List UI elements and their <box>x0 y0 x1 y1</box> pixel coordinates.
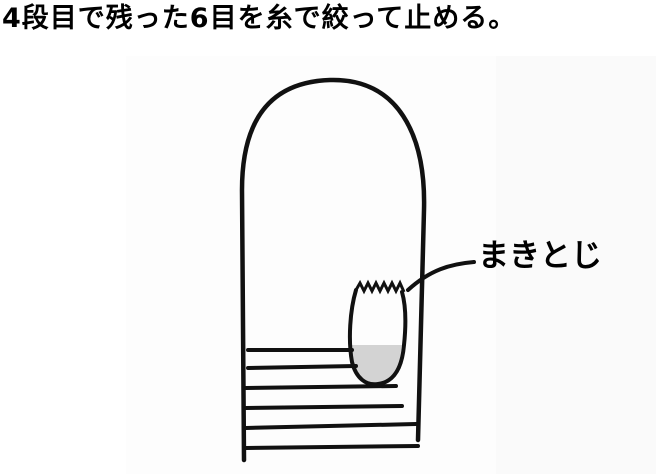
callout-leader-line <box>406 260 476 292</box>
paper-background-right <box>490 56 656 474</box>
callout-label-makitoji: まきとじ <box>478 238 602 274</box>
ribbing-stripes <box>244 348 420 450</box>
whip-stitch-zigzag <box>354 279 406 295</box>
stripe-6 <box>244 444 420 450</box>
stripe-4 <box>244 404 404 410</box>
thumb-shade <box>352 345 402 385</box>
stripe-2 <box>246 364 358 370</box>
stripe-3 <box>244 384 398 390</box>
thumb-outline <box>347 288 408 387</box>
mitten-outline <box>239 77 427 463</box>
instruction-text: 4段目で残った6目を糸で絞って止める。 <box>2 3 517 34</box>
paper-background <box>126 56 496 474</box>
stripe-5 <box>244 422 418 430</box>
